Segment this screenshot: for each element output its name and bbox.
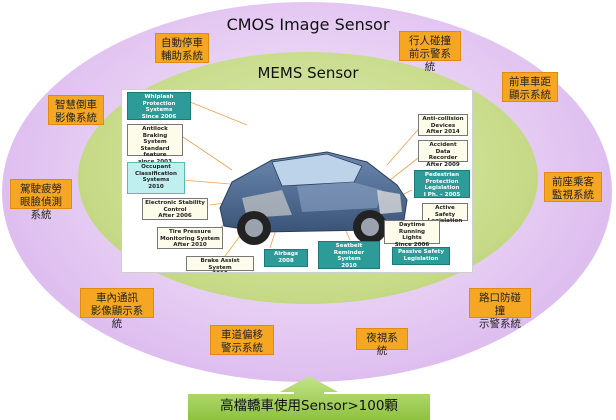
callout-intersection-collision: 路口防碰撞 示警系統 [469, 288, 531, 330]
car-cutaway-image: Whiplash Protection Systems Since 2006 A… [121, 89, 473, 273]
callout-smart-reversing: 智慧倒車 影像系統 [48, 95, 104, 125]
car-body [219, 151, 408, 233]
mems-title: MEMS Sensor [257, 64, 359, 82]
label-airbags: Airbags 2008 [264, 249, 308, 267]
label-tpms: Tire Pressure Monitoring System After 20… [157, 227, 223, 249]
label-pedestrian-protection: Pedestrian Protection Legislation I Ph. … [414, 170, 470, 204]
car-illustration [179, 101, 423, 261]
callout-auto-parking: 自動停車 輔助系統 [155, 33, 209, 63]
label-brake-assist: Brake Assist System 2010 [186, 256, 254, 272]
label-daytime-lights: Daytime Running Lights Since 2006 [384, 220, 440, 248]
label-esc: Electronic Stability Control After 2006 [142, 198, 208, 220]
callout-lane-departure: 車道偏移 警示系統 [210, 325, 274, 355]
label-occupant: Occupant Classification Systems 2010 [127, 162, 185, 194]
label-anti-collision: Anti-collision Devices After 2014 [418, 114, 468, 136]
callout-driver-fatigue: 駕駛疲勞 眼臉偵測系統 [10, 179, 72, 221]
label-seatbelt: Seatbelt Reminder System 2010 [318, 241, 380, 269]
callout-in-car-video: 車內通訊 影像顯示系統 [80, 288, 154, 330]
cmos-title: CMOS Image Sensor [226, 15, 390, 34]
callout-pedestrian-warning: 行人碰撞 前示警系統 [399, 31, 461, 73]
label-active-safety: Active Safety Legislation [422, 203, 468, 224]
footer-arrow [188, 376, 430, 420]
callout-front-passenger: 前座乘客 監視系統 [544, 172, 602, 202]
callout-night-vision: 夜視系統 [356, 328, 408, 357]
label-passive-safety: Passive Safety Legislation [392, 247, 450, 265]
label-data-recorder: Accident Data Recorder After 2009 [418, 140, 468, 168]
label-abs: Antilock Braking System Standard feature… [127, 124, 183, 165]
callout-front-distance: 前車車距 顯示系統 [502, 72, 558, 102]
footer-text: 高檔轎車使用Sensor>100顆 [220, 398, 398, 414]
label-whiplash: Whiplash Protection Systems Since 2006 [127, 92, 191, 120]
car-wheels [237, 210, 387, 245]
